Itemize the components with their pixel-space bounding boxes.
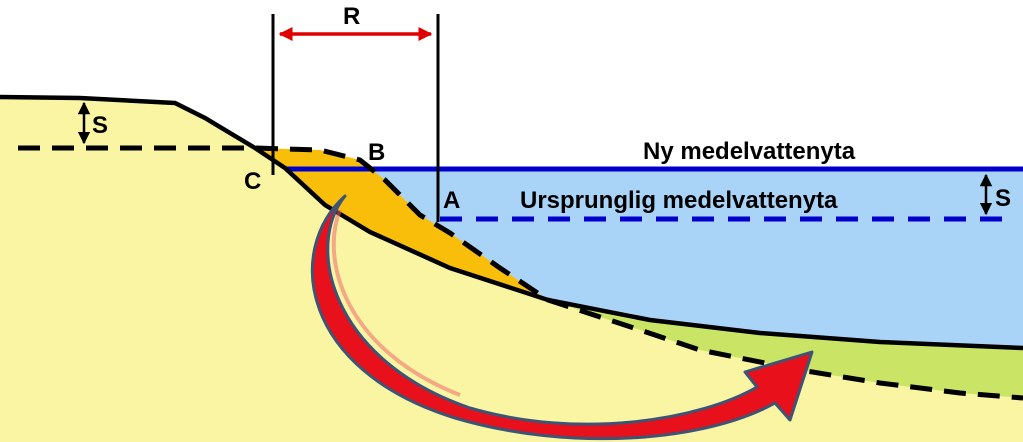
new-water-level-label: Ny medelvattenyta: [643, 138, 856, 165]
point-c-label: C: [244, 168, 261, 195]
point-a-label: A: [443, 187, 460, 214]
s-label-left: S: [92, 112, 108, 139]
sediment-transport-arrow-highlight: [331, 209, 461, 397]
eroded-sediment: [255, 148, 548, 300]
new-profile-line: [0, 94, 1023, 351]
s-label-right: S: [995, 185, 1011, 212]
r-label: R: [343, 3, 360, 30]
sediment-transport-arrow: [310, 194, 814, 441]
water-body: [285, 168, 1023, 348]
deposited-sediment: [548, 300, 1023, 398]
point-b-label: B: [368, 139, 385, 166]
original-water-level-label: Ursprunglig medelvattenyta: [520, 187, 838, 214]
original-profile-dashed: [18, 145, 1023, 401]
